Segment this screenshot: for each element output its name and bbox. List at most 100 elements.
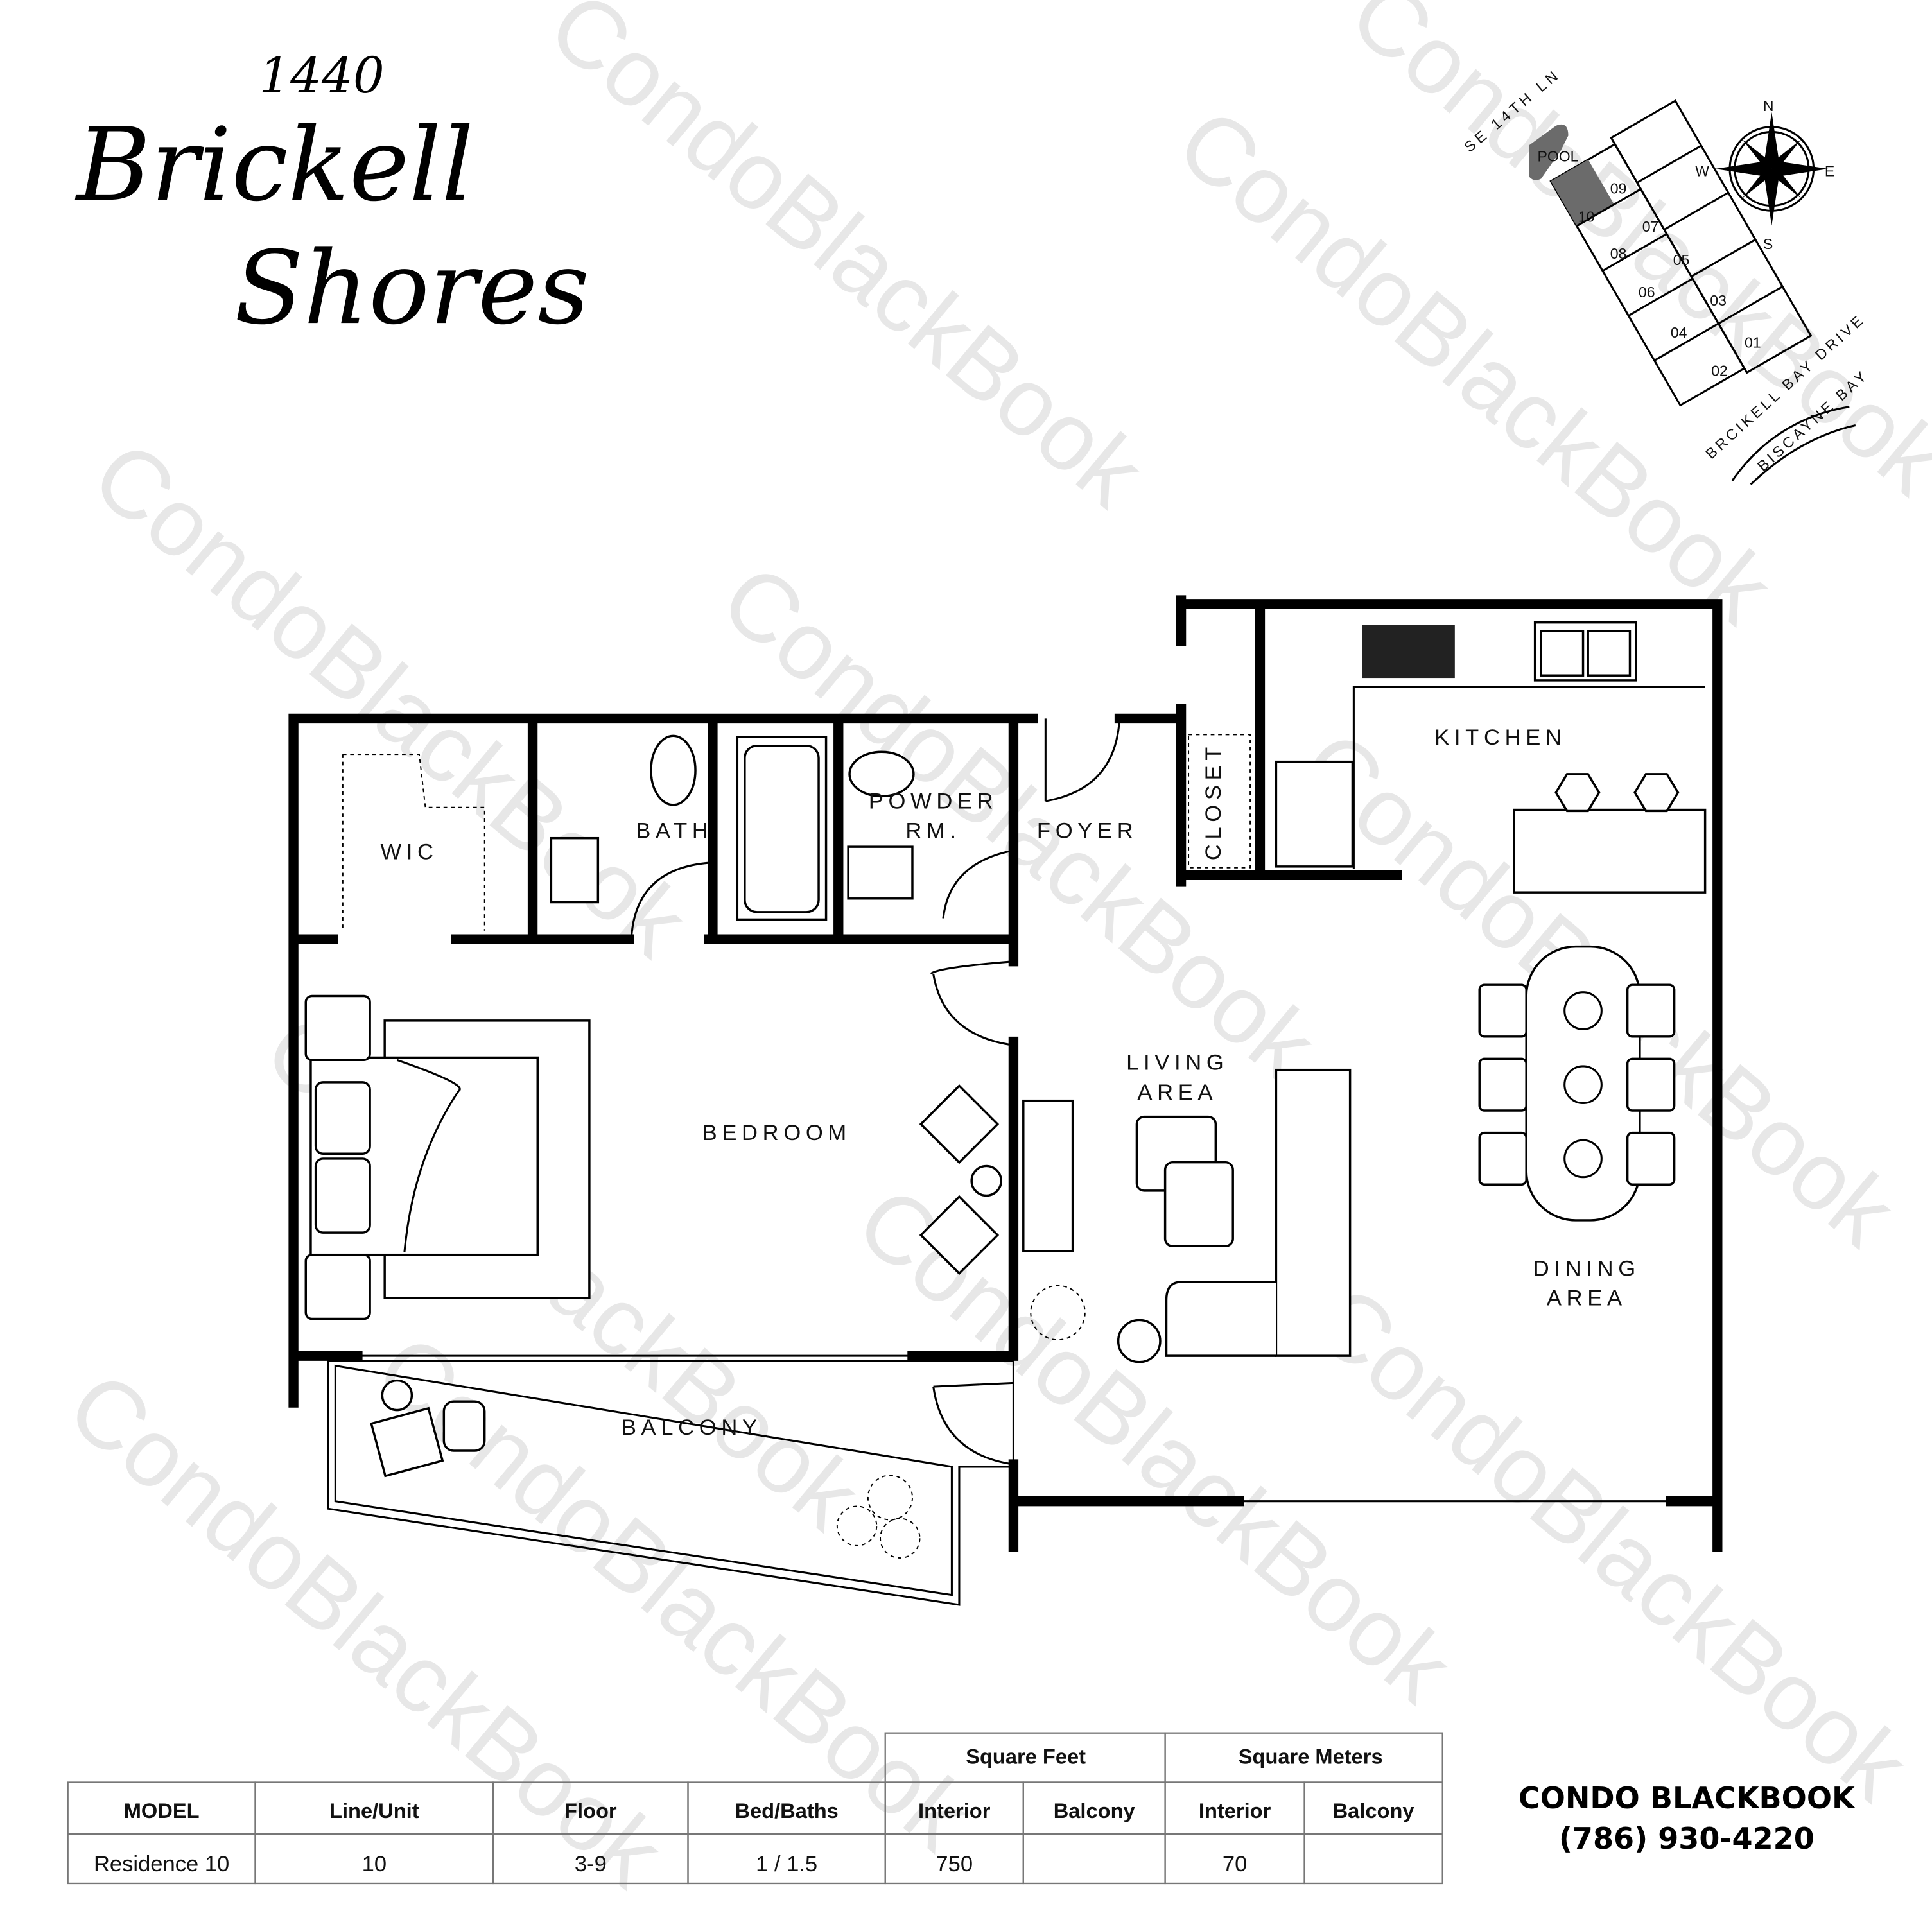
group-header-sqm: Square Meters [1239, 1745, 1383, 1769]
unit-label: 03 [1710, 292, 1727, 309]
floor-plan [288, 595, 1723, 1606]
unit-info-table: Square Feet Square Meters MODEL Line/Unit… [67, 1732, 1443, 1885]
plant-icon [1030, 1285, 1086, 1341]
unit-label: 06 [1639, 284, 1655, 300]
sofa [1275, 1068, 1352, 1357]
room-label-dining: DINING [1533, 1256, 1640, 1281]
place-setting-icon [1563, 1065, 1603, 1105]
column-header: MODEL [124, 1799, 200, 1822]
room-label-powder: POWDER [869, 790, 998, 814]
nightstand [304, 994, 371, 1062]
dining-chair [1478, 1131, 1527, 1186]
brand-phone[interactable]: (786) 930-4220 [1559, 1821, 1815, 1856]
cooktop-icon [1362, 625, 1455, 679]
column-header: Floor [564, 1799, 617, 1822]
column-header: Line/Unit [329, 1799, 419, 1822]
compass-s: S [1763, 236, 1773, 252]
watermark-text: CondoBlackBook [1294, 1265, 1929, 1822]
compass-e: E [1825, 163, 1834, 180]
armchair [1163, 1161, 1234, 1247]
column-header: Interior [918, 1799, 991, 1822]
column-header: Balcony [1054, 1799, 1135, 1822]
dining-chair [1478, 983, 1527, 1038]
pool-shape [1529, 124, 1569, 180]
column-header: Bed/Baths [735, 1799, 838, 1822]
table-value: 70 [1223, 1852, 1247, 1876]
column-header: Interior [1199, 1799, 1271, 1822]
toilet-icon [650, 734, 697, 806]
unit-label: 04 [1671, 324, 1687, 341]
room-label-kitchen: KITCHEN [1434, 725, 1566, 750]
closet-rod [1188, 734, 1251, 869]
dining-chair [1478, 1057, 1527, 1112]
powder-sink [847, 845, 914, 900]
logo-brickell: Brickell [74, 107, 474, 224]
balcony-chair [370, 1406, 444, 1478]
dining-chair [1626, 1057, 1676, 1112]
unit-label: 10 [1578, 209, 1595, 225]
room-label-living: LIVING [1126, 1051, 1228, 1075]
vanity-sink [550, 836, 600, 904]
nightstand [304, 1253, 371, 1320]
dining-table [1525, 945, 1641, 1222]
side-table [1117, 1319, 1162, 1363]
watermark-text: CondoBlackBook [837, 1166, 1472, 1723]
brand-name: CONDO BLACKBOOK [1519, 1781, 1856, 1815]
unit-label: 01 [1745, 334, 1761, 350]
logo-shores: Shores [234, 230, 589, 347]
door-swings [630, 718, 1121, 1466]
unit-label: 05 [1673, 252, 1690, 268]
room-label-foyer: FOYER [1037, 819, 1138, 843]
toilet-icon [848, 750, 915, 798]
wic-shelving [342, 754, 485, 931]
unit-label: 09 [1610, 180, 1627, 196]
place-setting-icon [1563, 991, 1603, 1030]
walls [288, 595, 1723, 1552]
room-label-balcony: BALCONY [622, 1415, 762, 1440]
room-label-closet: CLOSET [1201, 742, 1226, 860]
compass-rose-icon [1714, 112, 1829, 226]
room-label-bath: BATH [636, 819, 713, 843]
table-cell [1022, 1833, 1166, 1885]
room-label-living-area: AREA [1137, 1080, 1217, 1105]
highlighted-unit [1551, 159, 1614, 227]
plant-icon [880, 1518, 921, 1559]
place-setting-icon [1563, 1139, 1603, 1179]
room-label-wic: WIC [380, 840, 438, 864]
compass-n: N [1763, 98, 1774, 114]
plant-icon [867, 1475, 913, 1521]
group-header-sqft: Square Feet [966, 1745, 1086, 1769]
brand-block: CONDO BLACKBOOK (786) 930-4220 [1519, 1781, 1856, 1856]
dining-chair [1626, 983, 1676, 1038]
compass-w: W [1695, 163, 1709, 180]
logo: 1440 Brickell Shores [74, 48, 589, 347]
lounge-chair [919, 1195, 1000, 1276]
watermark-text: CondoBlackBook [529, 0, 1164, 527]
room-label-bedroom: BEDROOM [702, 1121, 851, 1145]
dining-chair [1626, 1131, 1676, 1186]
watermark-text: CondoBlackBook [49, 1351, 684, 1908]
kitchen-island [1513, 808, 1707, 894]
room-labels: WIC BATH POWDER RM. FOYER CLOSET KITCHEN… [380, 725, 1640, 1440]
room-label-powder-rm: RM. [905, 819, 961, 843]
table-value: 3-9 [575, 1852, 607, 1876]
table-cell [1303, 1833, 1443, 1885]
pool-label: POOL [1537, 148, 1578, 165]
plant-icon [836, 1505, 878, 1546]
stool-icon [1633, 773, 1680, 813]
unit-label: 07 [1642, 218, 1659, 235]
column-header: Balcony [1333, 1799, 1414, 1822]
table-value: 750 [936, 1852, 973, 1876]
unit-label: 02 [1711, 363, 1728, 379]
tv-console [1022, 1099, 1074, 1252]
unit-label: 08 [1610, 245, 1627, 262]
watermark-text: CondoBlackBook [73, 420, 708, 977]
table-value: 1 / 1.5 [756, 1852, 817, 1876]
stool-icon [1554, 773, 1601, 813]
refrigerator-icon [1275, 760, 1354, 868]
logo-number: 1440 [259, 48, 384, 105]
table-value: Residence 10 [94, 1852, 229, 1876]
lounge-chair [919, 1084, 1000, 1164]
table-value: 10 [362, 1852, 387, 1876]
